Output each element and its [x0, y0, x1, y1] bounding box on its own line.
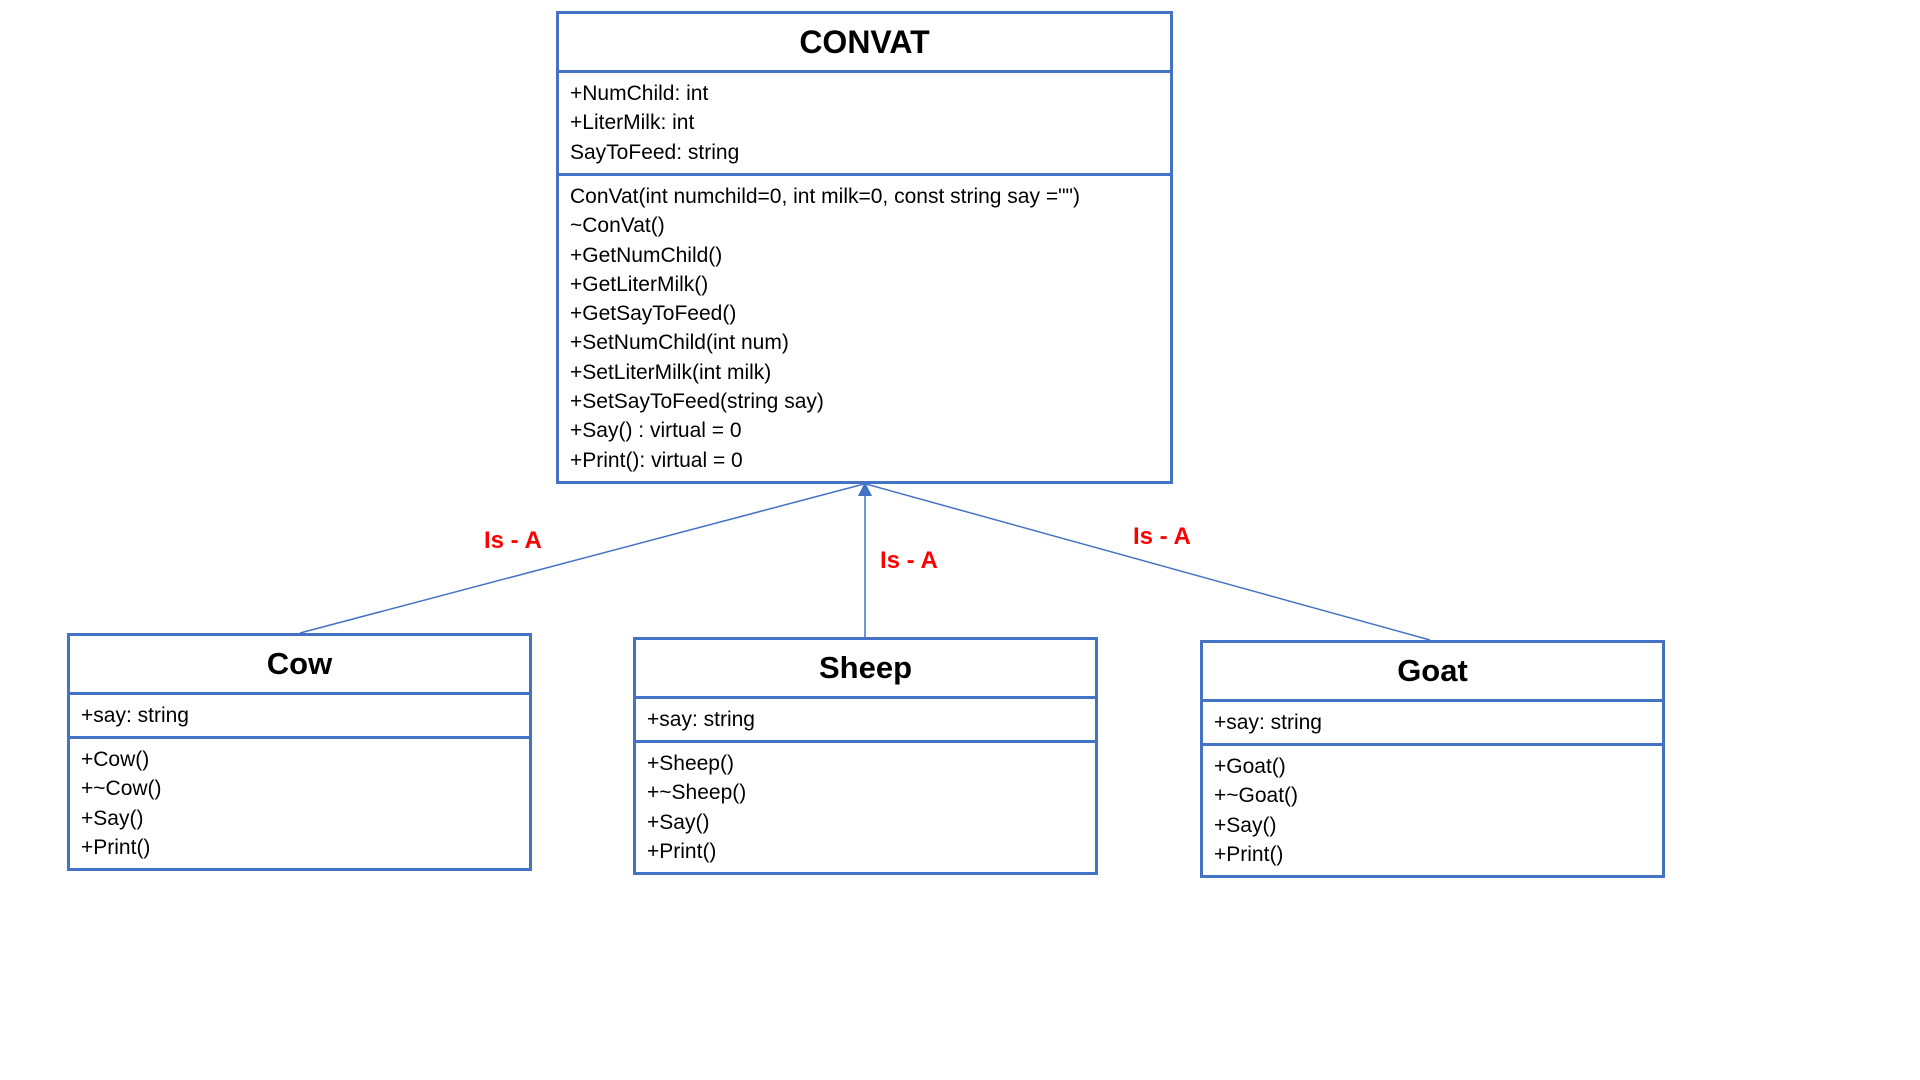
methods-convat: ConVat(int numchild=0, int milk=0, const… — [559, 176, 1170, 475]
method-line: +Say() — [647, 810, 710, 834]
method-line: +Print() — [647, 839, 717, 863]
attribute-line: +say: string — [647, 708, 755, 731]
method-line: +GetNumChild() — [570, 243, 723, 267]
method-line: +Print(): virtual = 0 — [570, 448, 743, 472]
method-line: +SetNumChild(int num) — [570, 331, 789, 355]
class-sheep[interactable]: Sheep +say: string +Sheep() +~Sheep() +S… — [633, 637, 1098, 875]
method-line: +~Cow() — [81, 777, 162, 801]
method-line: +Cow() — [81, 748, 150, 771]
method-line: +Goat() — [1214, 755, 1286, 778]
method-line: +Print() — [1214, 842, 1284, 866]
class-name-sheep: Sheep — [636, 640, 1095, 699]
inheritance-arrowhead — [858, 482, 872, 496]
attribute-line: +say: string — [81, 704, 189, 727]
method-line: +~Goat() — [1214, 784, 1299, 808]
attributes-sheep: +say: string — [636, 699, 1095, 743]
attribute-line: SayToFeed: string — [570, 140, 740, 164]
method-line: +SetSayToFeed(string say) — [570, 390, 824, 414]
method-line: +Say() : virtual = 0 — [570, 419, 742, 443]
class-name-convat: CONVAT — [559, 14, 1170, 73]
method-line: +Print() — [81, 835, 151, 859]
methods-cow: +Cow() +~Cow() +Say() +Print() — [70, 739, 529, 862]
methods-goat: +Goat() +~Goat() +Say() +Print() — [1203, 746, 1662, 869]
method-line: ConVat(int numchild=0, int milk=0, const… — [570, 185, 1080, 208]
relation-label-sheep: Is - A — [880, 547, 938, 574]
attributes-goat: +say: string — [1203, 702, 1662, 746]
class-goat[interactable]: Goat +say: string +Goat() +~Goat() +Say(… — [1200, 640, 1665, 878]
method-line: ~ConVat() — [570, 214, 665, 238]
method-line: +Say() — [1214, 813, 1277, 837]
attribute-line: +say: string — [1214, 711, 1322, 734]
inheritance-line-cow — [299, 483, 865, 634]
method-line: +Say() — [81, 806, 144, 830]
attributes-cow: +say: string — [70, 695, 529, 739]
method-line: +SetLiterMilk(int milk) — [570, 360, 772, 384]
class-name-goat: Goat — [1203, 643, 1662, 702]
attribute-line: +LiterMilk: int — [570, 111, 695, 135]
attribute-line: +NumChild: int — [570, 82, 709, 105]
relation-label-cow: Is - A — [484, 527, 542, 554]
method-line: +Sheep() — [647, 752, 734, 775]
inheritance-line-goat — [865, 483, 1431, 641]
relation-label-goat: Is - A — [1133, 523, 1191, 550]
method-line: +GetLiterMilk() — [570, 272, 709, 296]
attributes-convat: +NumChild: int +LiterMilk: int SayToFeed… — [559, 73, 1170, 176]
class-cow[interactable]: Cow +say: string +Cow() +~Cow() +Say() +… — [67, 633, 532, 871]
method-line: +GetSayToFeed() — [570, 302, 737, 326]
method-line: +~Sheep() — [647, 781, 747, 805]
class-convat[interactable]: CONVAT +NumChild: int +LiterMilk: int Sa… — [556, 11, 1173, 484]
methods-sheep: +Sheep() +~Sheep() +Say() +Print() — [636, 743, 1095, 866]
class-name-cow: Cow — [70, 636, 529, 695]
